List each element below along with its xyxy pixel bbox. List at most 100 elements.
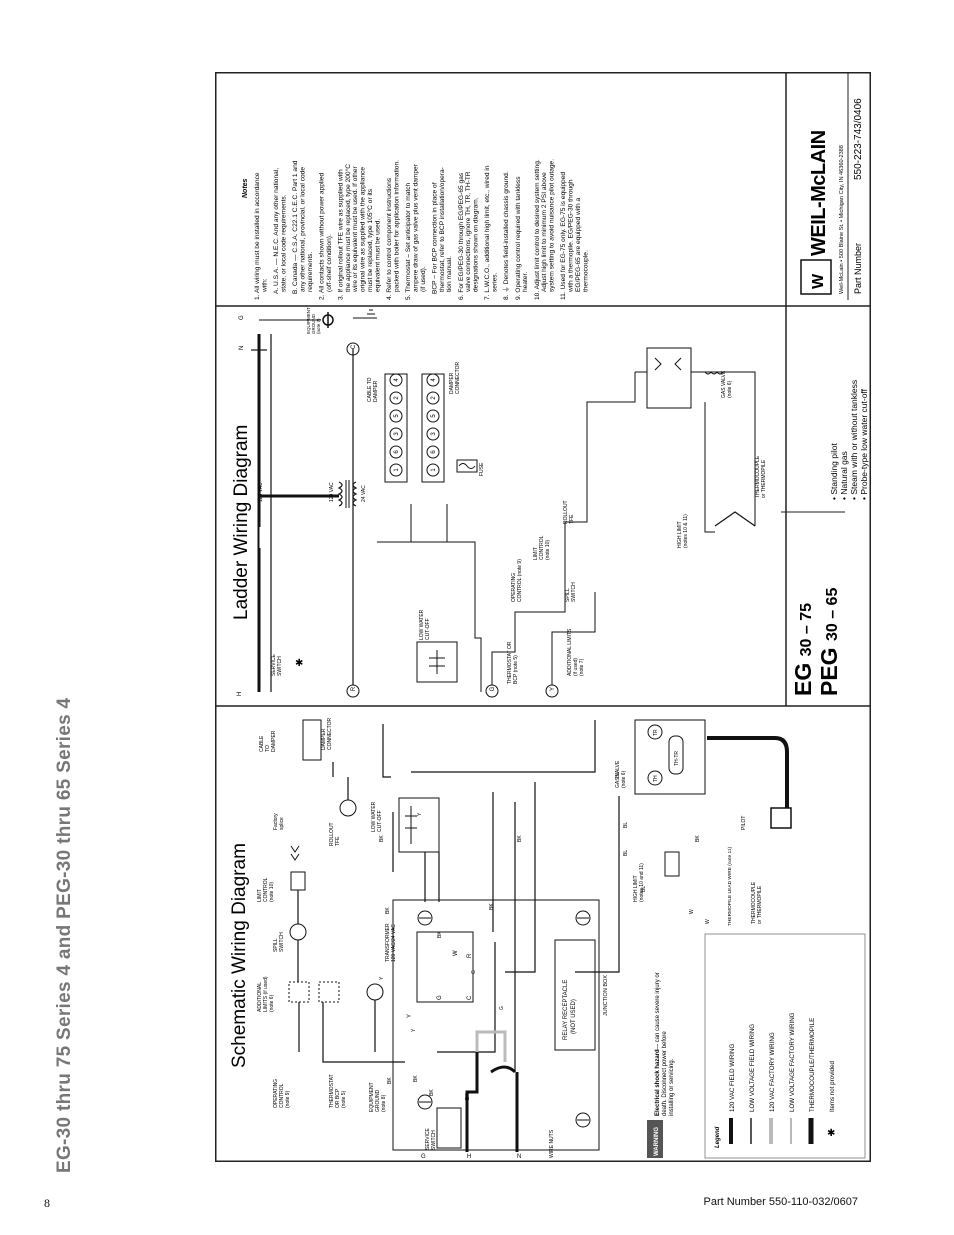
note-line: designations shown on diagram. [473,197,480,292]
svg-text:SERVICE: SERVICE [271,653,277,676]
damper-pin [389,463,403,477]
svg-text:(notes 10 & 11): (notes 10 & 11) [683,514,689,548]
svg-text:RELAY RECEPTACLE: RELAY RECEPTACLE [563,980,569,1040]
schematic-transformer [416,931,474,1003]
svg-text:(if used): (if used) [573,658,579,676]
relay-label1: RELAY RECEPTACLE [563,980,569,1040]
svg-text:PEG 30 – 65: PEG 30 – 65 [816,588,842,696]
note-line: system setting to avoid nuisance pilot o… [549,159,556,292]
svg-text:SWITCH: SWITCH [571,582,577,602]
sch-hl-label1: HIGH LIMIT [633,875,639,902]
svg-text:LOW WATER: LOW WATER [371,801,377,832]
svg-text:HIGH LIMIT: HIGH LIMIT [677,521,683,548]
svg-text:TFE: TFE [335,836,341,846]
sch-limit-label3: (note 10) [269,882,275,902]
sch-tstat-label3: (note 5) [341,1090,347,1108]
model-features: • Standing pilot• Natural gas• Steam wit… [829,380,869,500]
ladder-low-water-cutoff: LOW WATER CUT-OFF [416,609,458,683]
ladder-spill-switch: SPILL SWITCH [565,582,577,602]
sch-ss-label1: SERVICE [425,1127,431,1150]
warning-text-line: death. Disconnect power before [662,1031,668,1116]
svg-text:(note 6): (note 6) [621,770,627,788]
wire-color-label: BK [429,1089,435,1096]
svg-text:CONTROL: CONTROL [539,535,545,560]
wire-color-label: Y [379,976,385,980]
damper-pin-label: 6 [394,450,400,454]
damper-pin [426,445,440,459]
sch-limit-label1: LIMIT [257,889,263,902]
model-eg-prefix: EG [790,663,816,696]
legend-item-label: 120 VAC FACTORY WIRING [769,1032,776,1112]
transformer-label2: 120 VAC/24 VAC [391,924,397,962]
note-line: thermostat, refer to BCP installation/op… [439,167,446,292]
schematic-high-limit: HIGH LIMIT (notes 10 and 11) [633,851,680,902]
ladder-service-switch: SERVICE SWITCH ✱ [271,653,303,676]
svg-text:(note 10): (note 10) [545,540,551,560]
svg-text:(note 10): (note 10) [269,882,275,902]
gv-th: TH [653,775,659,782]
note-line: 3. If original rollout TFE wire as suppl… [337,169,344,300]
schematic-panel: Schematic Wiring Diagram JUNCTION BOX RE… [229,717,792,1160]
svg-text:DAMPER: DAMPER [271,730,277,752]
ladder-lwco-label2: CUT-OFF [425,618,431,640]
sch-tstat-label2: OR BCP [335,1088,341,1108]
svg-text:CUT-OFF: CUT-OFF [377,810,383,832]
ladder-terminal-c-label: C [351,344,357,349]
svg-text:TFE: TFE [569,514,575,524]
rollout-label2: TFE [335,836,341,846]
sch-ctd-label3: DAMPER [271,730,277,752]
note-line: Adjust high limit to minimum 2 PSI above [541,172,548,292]
legend-item-label: Items not provided [829,1061,836,1112]
note-line: the appliance must be replaced, type 200… [344,164,352,292]
ladder-panel: Ladder Wiring Diagram H N G 120 VAC SERV… [231,307,767,698]
ladder-tc-label2: or THERMOPILE [761,459,767,498]
note-line: EG/PEG-65 are equipped with a [575,197,582,292]
sch-tc-label2: or THERMOPILE [757,885,763,924]
wire-color-label: Y [411,1028,417,1032]
svg-text:(note 5): (note 5) [341,1090,347,1108]
sch-pilot-label: PILOT [741,816,747,830]
ladder-gv-label1: GAS VALVE [721,370,727,398]
footer-part-number: Part Number 550-110-032/0607 [703,1196,858,1208]
damper-pin [426,409,440,423]
ladder-spill-label1: SPILL [565,588,571,602]
schematic-service-switch: SERVICE SWITCH [425,1107,462,1150]
svg-text:splice: splice [279,817,285,830]
svg-text:EQUIPMENT: EQUIPMENT [369,1082,375,1112]
damper-pin-label: 2 [431,396,437,400]
svg-text:(note 7): (note 7) [316,318,321,334]
note-line: BCP – For BCP connection in place of [431,182,438,294]
svg-text:THERMOCOUPLE: THERMOCOUPLE [755,455,761,498]
svg-text:SWITCH: SWITCH [431,1130,437,1150]
model-peg-prefix: PEG [816,647,842,696]
svg-text:(NOT USED): (NOT USED) [571,999,577,1034]
svg-text:GAS VALVE: GAS VALVE [721,370,727,398]
wire-color-label: BL [615,772,621,778]
ladder-damper-connector-label2: CONNECTOR [455,361,461,394]
svg-text:CONTROL: CONTROL [263,877,269,902]
svg-text:OPERATING: OPERATING [511,573,517,602]
note-line: packed with boiler for application infor… [393,160,400,292]
legend-item-label: THERMOCOUPLE/THERMOPILE [809,1018,816,1112]
note-line: with a thermopile. EG/PEG-30 through [568,179,575,293]
ladder-terminal-r: R [346,684,360,698]
sch-tstat-label1: THERMOSTAT [329,1074,335,1108]
transformer-w: W [453,950,459,956]
wire-color-label: BL [623,822,629,828]
svg-text:THERMOSTAT: THERMOSTAT [329,1074,335,1108]
transformer-y: Y [407,1014,413,1018]
svg-text:SWITCH: SWITCH [277,656,283,676]
note-line: must be replaced, type 105°C or its [366,188,374,292]
schematic-gas-valve: TH TR TH-TR GAS VALVE (note 6) [615,719,706,795]
note-line: state, or local code requirements. [280,194,287,292]
svg-text:GAS VALVE: GAS VALVE [615,760,621,788]
wire-color-label: G [499,1006,505,1010]
sch-spill-label1: SPILL [273,938,279,952]
sch-addl-label3: (note 6) [269,994,275,1012]
ladder-addl-label1: ADDITIONAL LIMITS [567,628,573,676]
sch-addl-label2: LIMITS (if used) [263,976,269,1012]
note-line: 6. For EG/PEG-30 through EG/PEG-65 gas [458,172,465,300]
wire-color-label: BK [387,1077,393,1084]
ladder-thermostat-label2: BCP (note 5) [513,655,519,684]
